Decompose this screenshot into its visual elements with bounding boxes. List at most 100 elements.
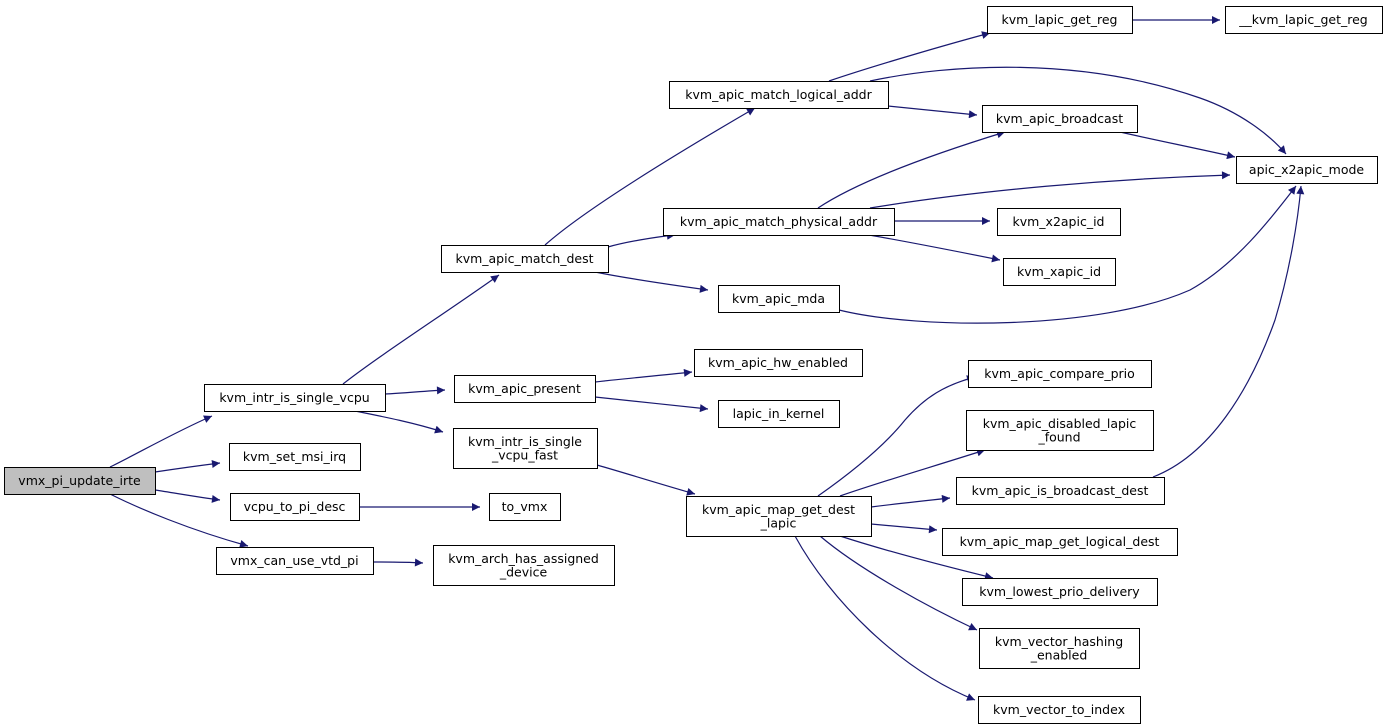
node-kvm_apic_map_get_logical_dest[interactable]: kvm_apic_map_get_logical_dest [942,528,1178,556]
edge-vmx_can_use_vtd_pi-to-kvm_arch_has_assigned_device [372,558,424,567]
node-box [204,384,386,412]
node-kvm_arch_has_assigned_device[interactable]: kvm_arch_has_assigned_device [433,545,615,586]
edge-vmx_pi_update_irte-to-kvm_set_msi_irq [154,460,221,473]
node-box [686,496,872,537]
edge-kvm_apic_match_dest-to-kvm_apic_match_physical_addr [607,231,676,248]
node-kvm_apic_disabled_lapic_found[interactable]: kvm_apic_disabled_lapic_found [966,410,1154,451]
edge-vmx_pi_update_irte-to-kvm_intr_is_single_vcpu [109,415,213,468]
node-label: kvm_lapic_get_reg [1002,12,1118,27]
node-vcpu_to_pi_desc[interactable]: vcpu_to_pi_desc [230,493,360,521]
node-vmx_pi_update_irte[interactable]: vmx_pi_update_irte [4,467,156,495]
node-label: kvm_lowest_prio_delivery [979,584,1140,599]
node-__kvm_lapic_get_reg[interactable]: __kvm_lapic_get_reg [1225,6,1383,34]
node-kvm_vector_to_index[interactable]: kvm_vector_to_index [978,696,1141,724]
node-label: kvm_vector_to_index [993,702,1125,717]
node-label: kvm_xapic_id [1017,264,1101,279]
edge-kvm_apic_present-to-lapic_in_kernel [594,396,709,413]
edge-kvm_apic_map_get_dest_lapic-to-kvm_vector_to_index [794,535,976,701]
node-kvm_apic_map_get_dest_lapic[interactable]: kvm_apic_map_get_dest_lapic [686,496,872,537]
node-vmx_can_use_vtd_pi[interactable]: vmx_can_use_vtd_pi [216,547,374,575]
edge-kvm_apic_match_physical_addr-to-kvm_apic_broadcast [817,130,1006,209]
edge-vmx_pi_update_irte-to-vmx_can_use_vtd_pi [109,493,249,548]
node-box [4,467,156,495]
edge-kvm_apic_match_physical_addr-to-kvm_xapic_id [868,234,1001,263]
node-label: kvm_apic_present [468,381,581,396]
node-box [942,528,1178,556]
node-label: to_vmx [502,499,548,514]
node-box [966,410,1154,451]
edge-kvm_apic_mda-to-apic_x2apic_mode [838,185,1297,324]
node-box [978,696,1141,724]
edge-kvm_apic_map_get_dest_lapic-to-kvm_lowest_prio_delivery [839,535,994,580]
node-kvm_apic_hw_enabled[interactable]: kvm_apic_hw_enabled [694,349,863,377]
edge-kvm_apic_match_dest-to-kvm_apic_mda [594,271,709,293]
node-lapic_in_kernel[interactable]: lapic_in_kernel [718,400,840,428]
node-label: _vcpu_fast [491,447,558,462]
node-label: kvm_x2apic_id [1012,214,1104,229]
node-label: __kvm_lapic_get_reg [1238,12,1368,27]
node-label: kvm_apic_mda [732,291,825,306]
edge-kvm_apic_map_get_dest_lapic-to-kvm_apic_is_broadcast_dest [870,494,951,508]
edge-kvm_apic_is_broadcast_dest-to-apic_x2apic_mode [1152,185,1305,478]
node-box [968,360,1152,388]
node-box [229,443,361,471]
edge-kvm_apic_broadcast-to-apic_x2apic_mode [1119,131,1236,160]
edge-kvm_apic_match_physical_addr-to-apic_x2apic_mode [869,171,1231,209]
node-to_vmx[interactable]: to_vmx [489,493,561,521]
node-box [454,375,596,403]
node-box [230,493,360,521]
node-kvm_intr_is_single_vcpu_fast[interactable]: kvm_intr_is_single_vcpu_fast [453,428,598,469]
node-kvm_set_msi_irq[interactable]: kvm_set_msi_irq [229,443,361,471]
edge-kvm_apic_map_get_dest_lapic-to-kvm_apic_compare_prio [817,375,976,497]
node-kvm_lowest_prio_delivery[interactable]: kvm_lowest_prio_delivery [962,578,1158,606]
node-label: kvm_apic_match_dest [455,251,593,266]
edge-kvm_apic_map_get_dest_lapic-to-kvm_apic_disabled_lapic_found [839,448,986,497]
node-label: kvm_apic_disabled_lapic [983,416,1137,431]
node-label: kvm_apic_match_physical_addr [680,214,878,229]
node-kvm_apic_broadcast[interactable]: kvm_apic_broadcast [982,105,1138,133]
edge-kvm_intr_is_single_vcpu-to-kvm_apic_match_dest [342,274,500,385]
edge-layer [109,16,1305,701]
node-label: kvm_intr_is_single_vcpu [219,390,369,405]
node-label: vcpu_to_pi_desc [244,499,346,514]
node-label: _found [1037,429,1080,444]
node-label: kvm_vector_hashing [995,634,1123,649]
node-label: kvm_apic_hw_enabled [708,355,848,370]
node-box [453,428,598,469]
node-box [718,285,840,313]
node-box [433,545,615,586]
node-box [956,477,1165,505]
node-label: vmx_pi_update_irte [18,473,141,488]
node-kvm_xapic_id[interactable]: kvm_xapic_id [1003,258,1116,286]
edge-kvm_intr_is_single_vcpu_fast-to-kvm_apic_map_get_dest_lapic [596,464,696,496]
node-label: lapic_in_kernel [733,406,825,421]
node-kvm_apic_present[interactable]: kvm_apic_present [454,375,596,403]
node-kvm_lapic_get_reg[interactable]: kvm_lapic_get_reg [987,6,1133,34]
node-box [694,349,863,377]
node-label: kvm_apic_map_get_dest [702,502,855,517]
node-kvm_apic_compare_prio[interactable]: kvm_apic_compare_prio [968,360,1152,388]
node-kvm_apic_match_physical_addr[interactable]: kvm_apic_match_physical_addr [663,208,895,236]
edge-kvm_apic_match_logical_addr-to-apic_x2apic_mode [869,66,1287,155]
node-kvm_apic_mda[interactable]: kvm_apic_mda [718,285,840,313]
node-box [489,493,561,521]
node-box [441,245,609,273]
node-kvm_apic_match_logical_addr[interactable]: kvm_apic_match_logical_addr [669,81,889,109]
node-box [997,208,1121,236]
node-box [982,105,1138,133]
node-kvm_intr_is_single_vcpu[interactable]: kvm_intr_is_single_vcpu [204,384,386,412]
node-box [669,81,889,109]
node-kvm_vector_hashing_enabled[interactable]: kvm_vector_hashing_enabled [979,628,1140,669]
node-kvm_apic_match_dest[interactable]: kvm_apic_match_dest [441,245,609,273]
node-label: kvm_apic_is_broadcast_dest [972,483,1149,498]
node-label: kvm_arch_has_assigned [448,551,599,566]
node-kvm_apic_is_broadcast_dest[interactable]: kvm_apic_is_broadcast_dest [956,477,1165,505]
edge-kvm_apic_match_logical_addr-to-kvm_apic_broadcast [887,105,978,119]
node-kvm_x2apic_id[interactable]: kvm_x2apic_id [997,208,1121,236]
node-label: kvm_apic_map_get_logical_dest [960,534,1160,549]
edge-kvm_apic_match_dest-to-kvm_apic_match_logical_addr [544,107,756,246]
node-box [216,547,374,575]
node-box [718,400,840,428]
node-label: kvm_apic_compare_prio [984,366,1135,381]
node-apic_x2apic_mode[interactable]: apic_x2apic_mode [1236,156,1378,184]
